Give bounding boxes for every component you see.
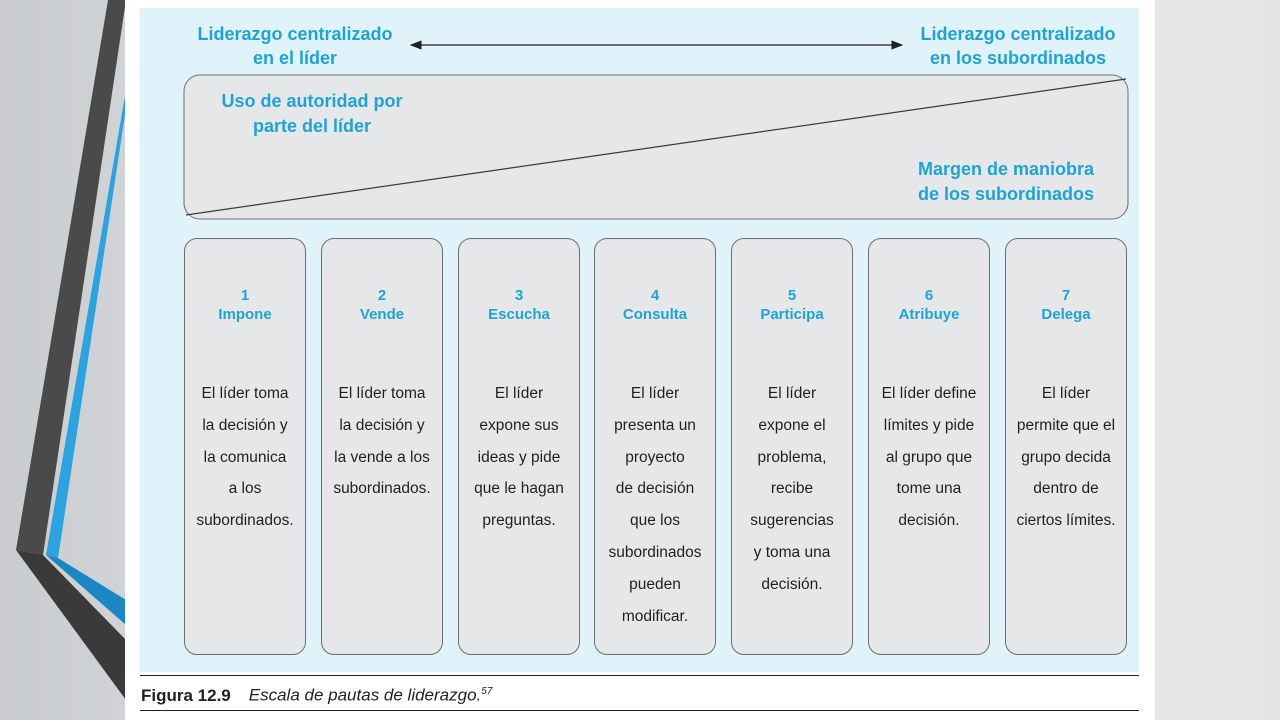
decor-blue-lower	[46, 555, 126, 625]
box-number: 2	[377, 287, 387, 304]
leadership-scale-diagram: Liderazgo centralizado en el líder Lider…	[140, 8, 1139, 672]
box-label: Consulta	[622, 306, 688, 323]
box-label: Delega	[1041, 306, 1091, 323]
leadership-style-box-5: 5 Participa El líder expone el problema,…	[731, 238, 853, 655]
box-number: 3	[514, 287, 524, 304]
box-number: 6	[924, 287, 934, 304]
caption-rule-top	[140, 675, 1139, 676]
header-right: Liderazgo centralizado en los subordinad…	[920, 24, 1116, 68]
header-left: Liderazgo centralizado en el líder	[197, 24, 393, 68]
box-description: El líder toma la decisión y la vende a l…	[333, 385, 431, 498]
box-description: El líder toma la decisión y la comunica …	[196, 385, 294, 530]
leadership-style-box-4: 4 Consulta El líder presenta un proyecto…	[594, 238, 716, 655]
box-label: Participa	[760, 306, 824, 323]
caption-rule-bottom	[140, 710, 1139, 711]
box-label: Vende	[359, 306, 405, 323]
slide: Liderazgo centralizado en el líder Lider…	[125, 0, 1155, 720]
box-number: 1	[240, 287, 250, 304]
leadership-style-box-1: 1 Impone El líder toma la decisión y la …	[184, 238, 306, 655]
box-description: El líder expone sus ideas y pide que le …	[474, 385, 564, 530]
decor-dark-band-left	[16, 0, 126, 555]
leadership-style-box-7: 7 Delega El líder permite que el grupo d…	[1005, 238, 1127, 655]
box-number: 7	[1061, 287, 1071, 304]
diagonal-divider	[185, 78, 1127, 216]
decor-blue-band	[46, 90, 126, 558]
box-label: Impone	[218, 306, 272, 323]
freedom-label: Margen de maniobra de los subordinados	[917, 159, 1095, 204]
leadership-style-box-6: 6 Atribuye El líder define límites y pid…	[868, 238, 990, 655]
box-description: El líder define límites y pide al grupo …	[881, 385, 977, 530]
figure-caption: Figura 12.9 Escala de pautas de liderazgo…	[141, 681, 492, 707]
box-label: Escucha	[488, 306, 550, 323]
box-description: El líder permite que el grupo decida den…	[1016, 385, 1116, 530]
box-description: El líder expone el problema, recibe suge…	[750, 385, 834, 593]
caption-label: Figura 12.9	[141, 685, 231, 705]
decor-dark-band-bottom	[16, 550, 126, 700]
caption-text: Escala de pautas de liderazgo.	[248, 685, 482, 705]
slide-decoration	[16, 0, 126, 700]
caption-superscript: 57	[481, 686, 493, 697]
box-description: El líder presenta un proyecto de decisió…	[608, 385, 702, 625]
box-number: 5	[787, 287, 797, 304]
box-number: 4	[650, 287, 660, 304]
leadership-style-box-3: 3 Escucha El líder expone sus ideas y pi…	[458, 238, 580, 655]
box-label: Atribuye	[898, 306, 960, 323]
diagram-graphics	[183, 40, 1129, 220]
leadership-style-box-2: 2 Vende El líder toma la decisión y la v…	[321, 238, 443, 655]
authority-label: Uso de autoridad por parte del líder	[221, 91, 403, 136]
